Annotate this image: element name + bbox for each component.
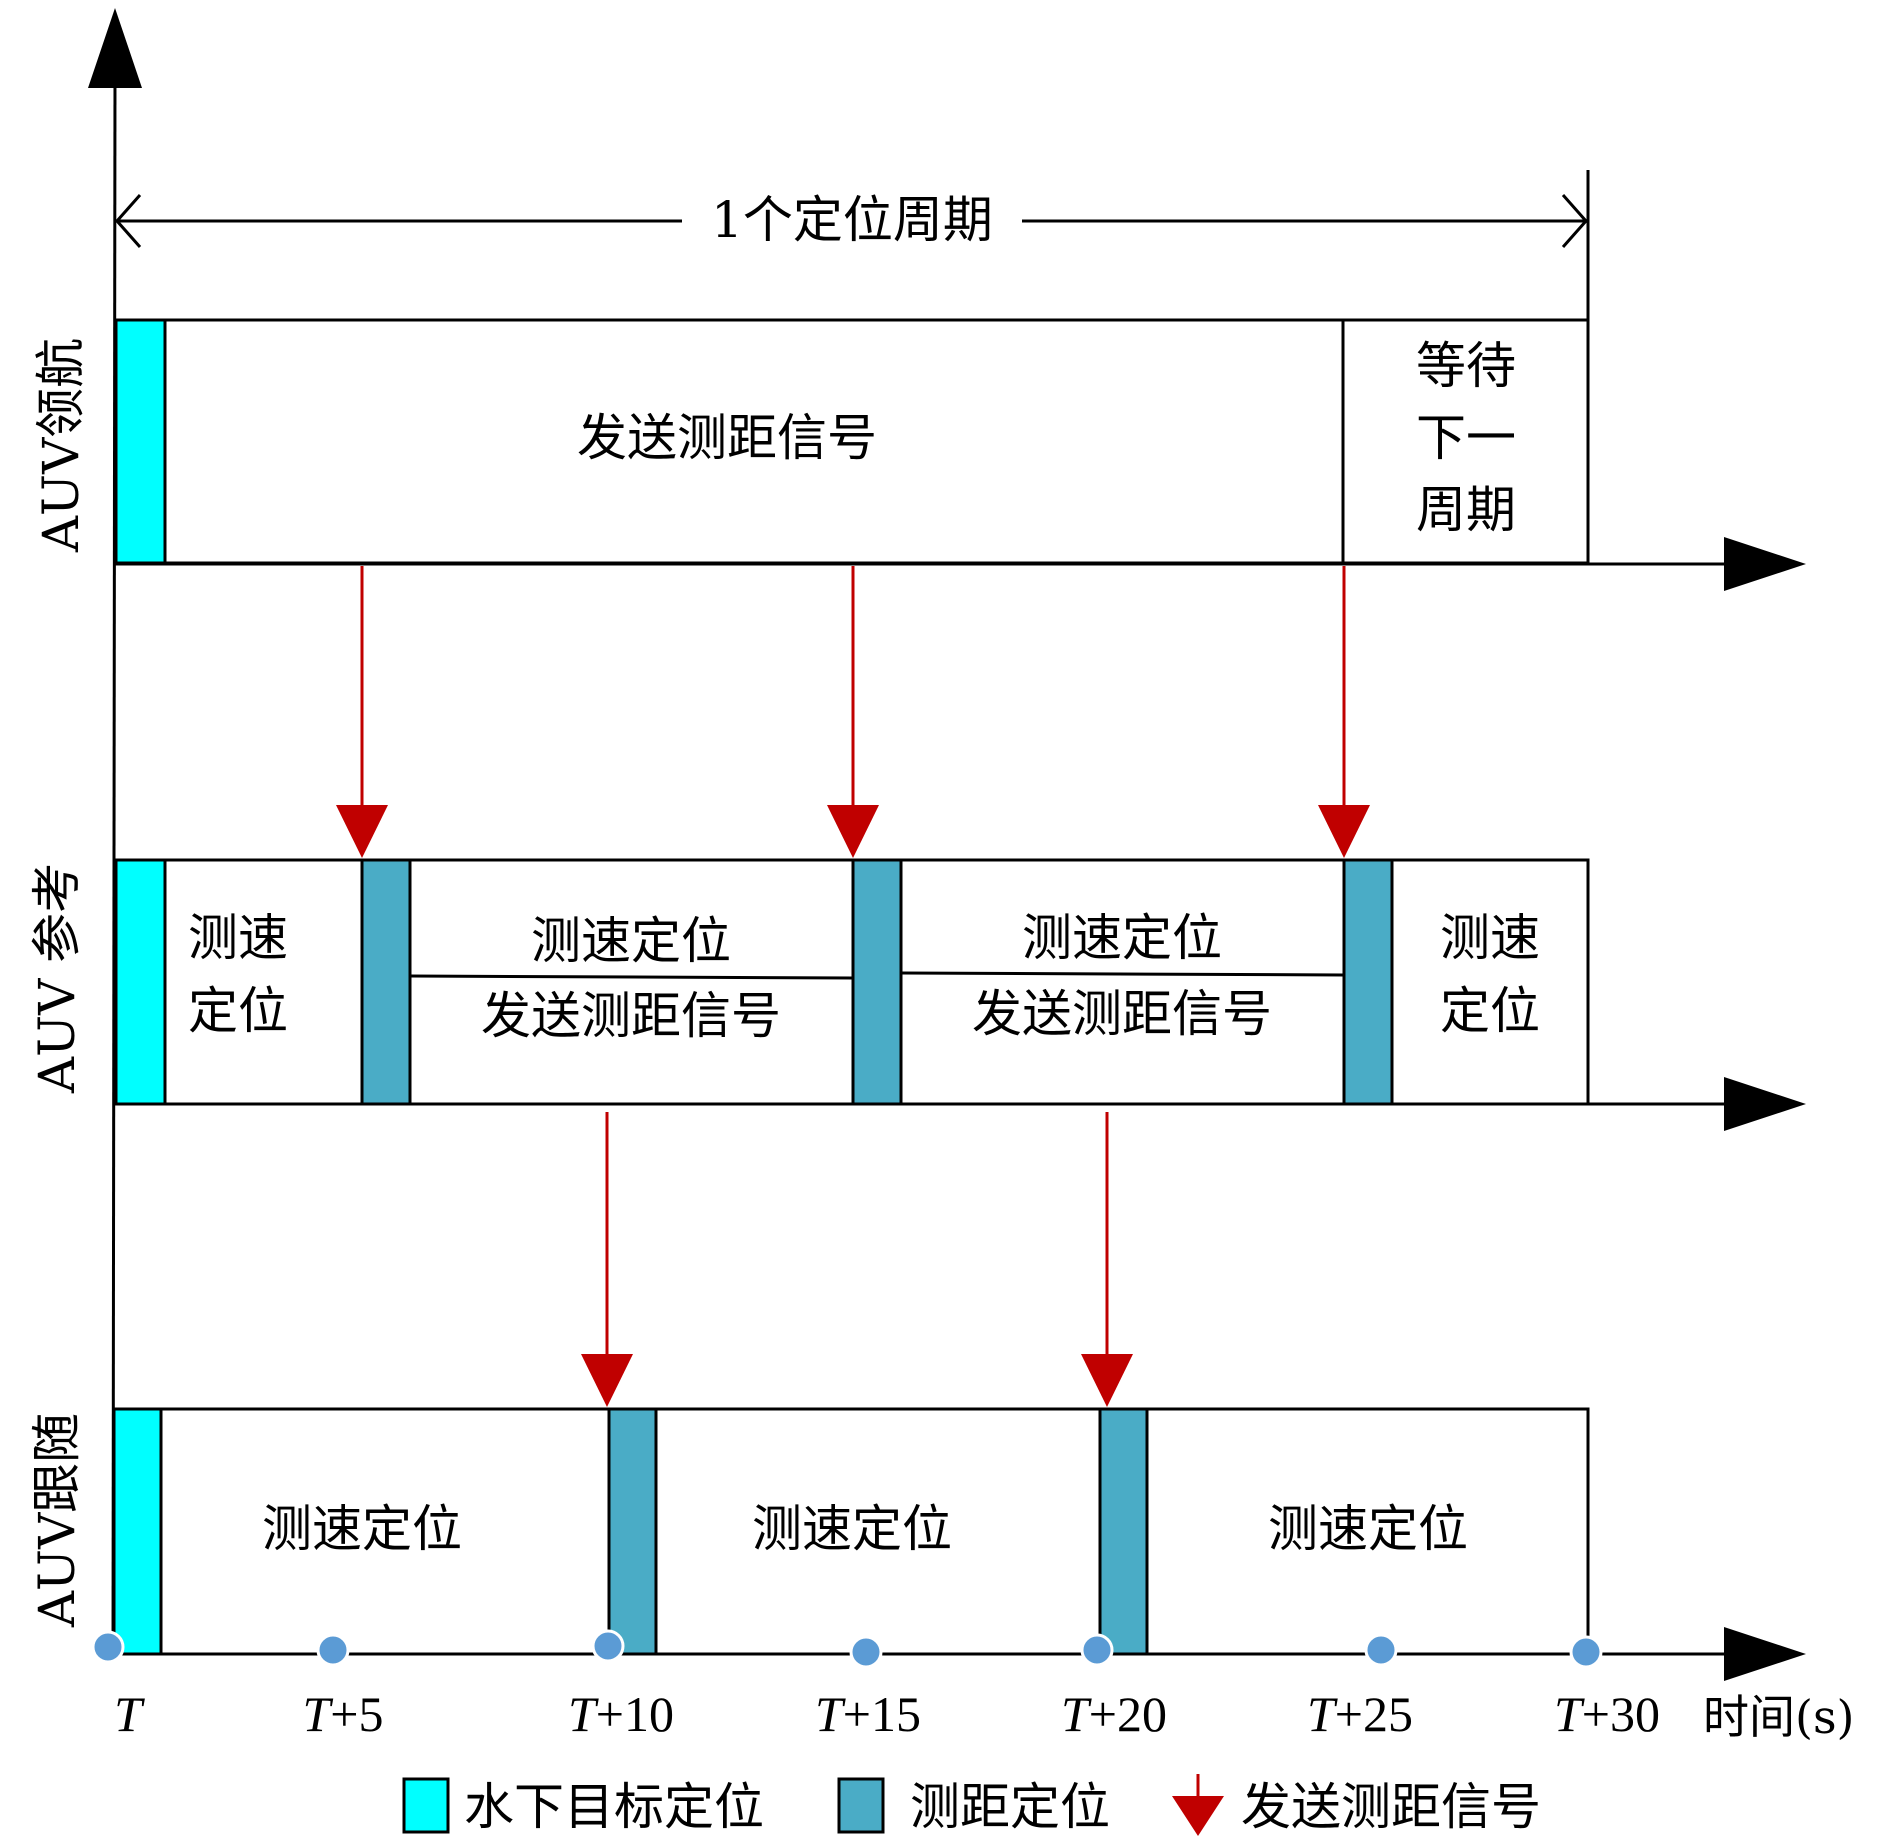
signal-arrow-4-head xyxy=(581,1354,633,1407)
follower-block-3 xyxy=(1145,1407,1590,1656)
time-tick-dot xyxy=(1364,1633,1398,1667)
time-tick-dot xyxy=(1080,1633,1114,1667)
time-tick-dot xyxy=(849,1635,883,1669)
reference-first-block xyxy=(163,858,364,1106)
reference-mid1-label-line2: 发送测距信号 xyxy=(481,987,781,1045)
reference-mid2-label-line1: 测速定位 xyxy=(1022,909,1222,967)
time-tick-label: T+15 xyxy=(815,1686,921,1742)
reference-ranging-block-2 xyxy=(851,858,903,1106)
reference-ranging-block-3 xyxy=(1342,858,1394,1106)
follower-block-3-label: 测速定位 xyxy=(1268,1500,1468,1558)
follower-axis-label: AUV跟随 xyxy=(28,1413,86,1628)
period-left-arrowhead xyxy=(114,194,142,248)
time-tick-dot xyxy=(591,1629,625,1663)
reference-last-label-line2: 定位 xyxy=(1440,982,1540,1040)
signal-arrow-2-head xyxy=(827,805,879,858)
follower-ranging-block-2 xyxy=(1098,1407,1149,1656)
leader-time-axis-arrowhead xyxy=(1724,537,1806,591)
period-right-arrowhead xyxy=(1561,194,1589,248)
follower-block-1-label: 测速定位 xyxy=(262,1500,462,1558)
signal-arrow-1-head xyxy=(336,805,388,858)
time-tick-label: T+10 xyxy=(568,1686,674,1742)
time-tick-dot xyxy=(316,1633,350,1667)
reference-mid1-divider xyxy=(409,974,854,980)
reference-first-label-line1: 测速 xyxy=(188,909,288,967)
reference-mid2-divider xyxy=(900,971,1345,977)
time-tick-dots xyxy=(91,1629,1603,1669)
time-tick-dot xyxy=(91,1630,125,1664)
leader-send-label: 发送测距信号 xyxy=(577,409,877,467)
period-label: 1个定位周期 xyxy=(711,191,993,249)
follower-target-positioning-block xyxy=(112,1407,163,1656)
legend-swatch-target-positioning xyxy=(402,1777,450,1834)
row-leader: 发送测距信号 等待 下一 周期 AUV领航 xyxy=(32,318,1806,591)
reference-ranging-block-1 xyxy=(360,858,412,1106)
reference-mid2-label-line2: 发送测距信号 xyxy=(972,985,1272,1043)
reference-last-label-line1: 测速 xyxy=(1440,909,1540,967)
reference-target-positioning-block xyxy=(114,858,167,1106)
leader-wait-block xyxy=(1341,318,1590,565)
follower-block-2-label: 测速定位 xyxy=(752,1500,952,1558)
legend: 水下目标定位 测距定位 发送测距信号 xyxy=(402,1774,1541,1836)
time-tick-labels: T T+5 T+10 T+15 T+20 T+25 T+30 时间(s) xyxy=(114,1686,1854,1744)
leader-axis-label: AUV领航 xyxy=(32,338,90,553)
reference-axis-label: AUV 参考 xyxy=(28,863,86,1094)
reference-mid2-block xyxy=(899,858,1346,1106)
reference-first-label-line2: 定位 xyxy=(188,982,288,1040)
leader-wait-label-line2: 下一 xyxy=(1416,409,1516,467)
time-unit-label: 时间(s) xyxy=(1703,1690,1855,1744)
legend-swatch-ranging-positioning xyxy=(837,1777,885,1834)
reference-time-axis-arrowhead xyxy=(1724,1077,1806,1131)
follower-ranging-block-1 xyxy=(607,1407,658,1656)
time-tick-dot xyxy=(1569,1635,1603,1669)
legend-label-ranging-positioning: 测距定位 xyxy=(910,1778,1110,1836)
row-reference: 测速 定位 测速定位 发送测距信号 测速定位 发送测距信号 测速 定位 AUV … xyxy=(28,858,1806,1131)
leader-wait-label-line1: 等待 xyxy=(1416,337,1516,395)
time-tick-label: T xyxy=(114,1686,145,1742)
reference-mid1-label-line1: 测速定位 xyxy=(531,912,731,970)
follower-time-axis-arrowhead xyxy=(1724,1627,1806,1681)
time-tick-label: T+20 xyxy=(1061,1686,1167,1742)
time-tick-label: T+25 xyxy=(1307,1686,1413,1742)
legend-signal-arrow-head xyxy=(1172,1796,1224,1836)
leader-wait-label-line3: 周期 xyxy=(1416,481,1516,539)
reference-last-block xyxy=(1390,858,1590,1106)
row-follower: 测速定位 测速定位 测速定位 AUV跟随 xyxy=(28,1407,1806,1681)
leader-target-positioning-block xyxy=(114,318,167,565)
legend-label-target-positioning: 水下目标定位 xyxy=(464,1778,764,1836)
time-tick-label: T+5 xyxy=(302,1686,383,1742)
reference-mid1-block xyxy=(408,858,855,1106)
signal-arrows xyxy=(336,566,1370,1407)
signal-arrow-3-head xyxy=(1318,805,1370,858)
legend-label-send-signal: 发送测距信号 xyxy=(1241,1778,1541,1836)
vertical-axis-arrowhead xyxy=(88,8,142,88)
follower-block-2 xyxy=(654,1407,1102,1656)
time-tick-label: T+30 xyxy=(1554,1686,1660,1742)
signal-arrow-5-head xyxy=(1081,1354,1133,1407)
